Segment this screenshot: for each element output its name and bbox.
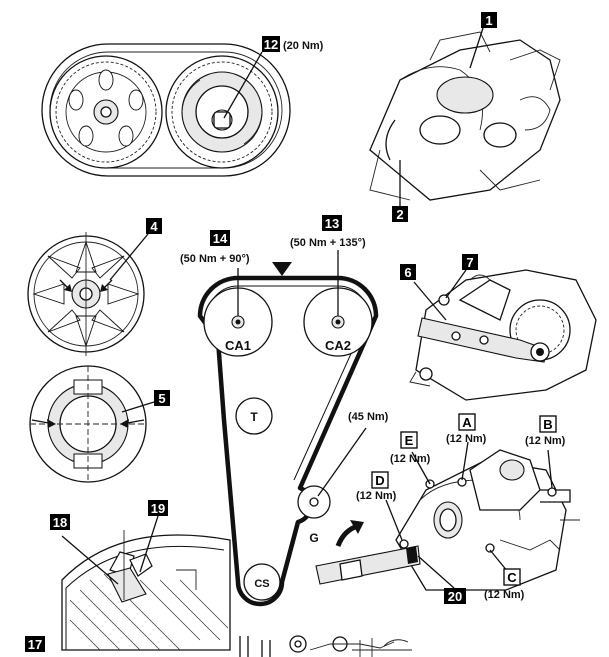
callout-19: 19 — [151, 501, 165, 516]
callout-14-box — [210, 230, 230, 246]
letter-b-box — [539, 415, 557, 433]
sprocket-alignment-illustration — [27, 232, 145, 356]
callout-2-box — [392, 206, 408, 222]
callout-19-box — [148, 500, 168, 516]
callout-18: 18 — [53, 515, 67, 530]
rotation-arrow-icon — [350, 520, 364, 534]
pulley-ca2 — [303, 287, 373, 357]
pulley-t — [235, 397, 273, 435]
partial-bottom-illustration — [239, 635, 412, 657]
torque-b: (12 Nm) — [525, 435, 566, 447]
pulley-cs-label: CS — [254, 578, 269, 590]
letter-d: D — [375, 473, 384, 488]
camshaft-gears-illustration — [41, 43, 291, 177]
pulley-t-label: T — [250, 410, 258, 424]
torque-c: (12 Nm) — [484, 589, 525, 601]
alignment-ring-illustration — [29, 365, 147, 483]
callout-6-box — [400, 264, 416, 280]
callout-17: 17 — [28, 637, 42, 652]
letter-a-box — [458, 413, 476, 431]
callout-12: 12 — [264, 37, 278, 52]
torque-14: (50 Nm + 90°) — [180, 253, 250, 265]
water-pump-illustration — [315, 449, 580, 591]
pulley-cs — [243, 563, 281, 601]
engine-component-illustration — [369, 31, 561, 201]
callout-1: 1 — [485, 13, 492, 28]
callout-7-box — [462, 254, 478, 270]
callout-18-box — [50, 514, 70, 530]
torque-e: (12 Nm) — [390, 453, 431, 465]
callout-20-box — [444, 588, 466, 604]
torque-13: (50 Nm + 135°) — [290, 237, 366, 249]
callout-17-box — [25, 636, 45, 652]
callout-5: 5 — [158, 391, 165, 406]
locking-tool-illustration — [409, 269, 597, 401]
timing-mark-icon — [272, 262, 292, 276]
callout-14: 14 — [213, 231, 228, 246]
torque-a: (12 Nm) — [446, 433, 487, 445]
pulley-ca2-label: CA2 — [325, 338, 351, 353]
callout-7: 7 — [466, 255, 473, 270]
torque-d: (12 Nm) — [356, 490, 397, 502]
callout-12-box — [262, 36, 280, 52]
callout-1-box — [481, 12, 497, 28]
letter-e-box — [400, 431, 418, 449]
letter-e: E — [405, 433, 414, 448]
pulley-g-label: G — [309, 531, 318, 545]
callout-4-box — [146, 218, 162, 234]
callout-5-box — [154, 390, 170, 406]
pulley-g — [297, 485, 331, 519]
gear-tooth-detail-illustration — [61, 530, 231, 651]
pulley-ca1-label: CA1 — [225, 338, 251, 353]
torque-45: (45 Nm) — [348, 411, 389, 423]
letter-d-box — [371, 471, 389, 489]
callout-13-box — [322, 215, 342, 231]
letter-a: A — [462, 415, 472, 430]
callout-13: 13 — [325, 216, 339, 231]
callout-4: 4 — [150, 219, 158, 234]
torque-12: (20 Nm) — [283, 40, 324, 52]
leader-12 — [223, 51, 263, 119]
letter-c-box — [503, 568, 521, 586]
callout-20: 20 — [448, 589, 462, 604]
callout-6: 6 — [404, 265, 411, 280]
letter-c: C — [507, 570, 517, 585]
letter-b: B — [543, 417, 552, 432]
callout-2: 2 — [396, 207, 403, 222]
